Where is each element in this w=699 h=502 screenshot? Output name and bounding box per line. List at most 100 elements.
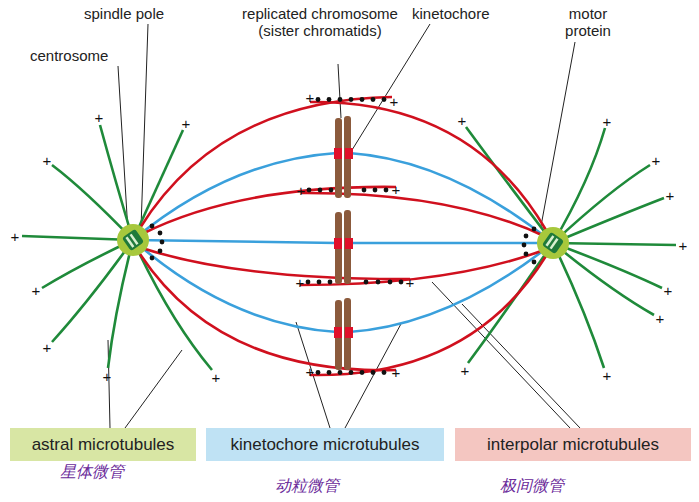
- category-label: interpolar microtubules: [487, 435, 659, 455]
- motor-protein: [532, 260, 537, 265]
- plus-end-mark: +: [656, 311, 665, 326]
- part-label: centrosome: [30, 47, 140, 64]
- motor-protein: [327, 97, 332, 102]
- motor-protein: [388, 280, 393, 285]
- astral-microtubule: [553, 165, 650, 243]
- spindle-pole: [117, 224, 149, 256]
- astral-microtubule: [108, 240, 133, 368]
- plus-end-mark: +: [664, 283, 673, 298]
- motor-protein: [317, 280, 322, 285]
- plus-end-mark: +: [392, 365, 401, 380]
- chromosome: [335, 212, 342, 284]
- plus-end-mark: +: [390, 94, 399, 109]
- plus-end-mark: +: [103, 369, 112, 384]
- handwritten-note: 动粒微管: [275, 476, 339, 497]
- astral-microtubule: [553, 198, 664, 243]
- leader-line: [352, 24, 430, 150]
- astral-microtubule: [52, 165, 133, 240]
- category-label: astral microtubules: [32, 435, 175, 455]
- motor-protein: [150, 224, 155, 229]
- motor-protein: [318, 188, 323, 193]
- plus-end-mark: +: [95, 110, 104, 125]
- plus-end-mark: +: [32, 283, 41, 298]
- part-label: motor protein: [553, 5, 623, 39]
- motor-protein: [382, 97, 387, 102]
- motor-protein: [349, 97, 354, 102]
- motor-protein: [524, 252, 529, 257]
- kinetochore-mark: [334, 327, 342, 338]
- plus-end-mark: +: [603, 368, 612, 383]
- spindle-pole: [537, 227, 569, 259]
- plus-end-mark: +: [666, 188, 675, 203]
- motor-protein: [522, 243, 527, 248]
- chromosome: [335, 118, 342, 198]
- spindle-pole: [117, 224, 569, 259]
- motor-protein: [329, 188, 334, 193]
- motor-protein: [532, 227, 537, 232]
- plus-end-mark: +: [603, 114, 612, 129]
- spindle-pole: [130, 234, 139, 245]
- interpolar-microtubule: [140, 254, 396, 370]
- astral-microtubule: [553, 243, 676, 245]
- motor-protein: [306, 280, 311, 285]
- part-label: replicated chromosome (sister chromatids…: [240, 5, 400, 39]
- plus-end-mark: +: [43, 153, 52, 168]
- plus-end-mark: +: [406, 275, 415, 290]
- label-box: interpolar microtubules: [455, 428, 691, 461]
- chromosome: [335, 300, 342, 370]
- motor-protein: [362, 188, 367, 193]
- motor-protein: [376, 280, 381, 285]
- category-label: kinetochore microtubules: [231, 435, 420, 455]
- motor-protein: [150, 256, 155, 261]
- motor-protein: [360, 97, 365, 102]
- motor-protein: [399, 280, 404, 285]
- motor-protein: [328, 280, 333, 285]
- motor-protein: [150, 97, 537, 375]
- leader-line: [462, 304, 580, 428]
- plus-end-mark: +: [458, 113, 467, 128]
- handwritten-note: 极间微管: [500, 476, 564, 497]
- kinetochore-mark: [345, 238, 353, 249]
- motor-protein: [384, 188, 389, 193]
- spindle-pole: [122, 229, 144, 251]
- plus-end-mark: +: [461, 363, 470, 378]
- motor-protein: [382, 370, 387, 375]
- kinetochore-mark: [334, 148, 353, 338]
- motor-protein: [158, 231, 163, 236]
- motor-protein: [360, 370, 365, 375]
- leader-line: [345, 322, 402, 428]
- plus-end-mark: +: [43, 340, 52, 355]
- motor-protein: [338, 97, 343, 102]
- motor-protein: [373, 188, 378, 193]
- part-label: spindle pole: [84, 5, 214, 22]
- interpolar-microtubule: [142, 248, 410, 279]
- kinetochore-microtubule: [133, 153, 553, 332]
- plus-end-mark: +: [297, 183, 306, 198]
- motor-protein: [349, 370, 354, 375]
- astral-microtubule: [553, 243, 604, 368]
- label-box: kinetochore microtubules: [206, 428, 444, 461]
- astral-microtubule: [22, 236, 133, 240]
- plus-end-mark: +: [392, 182, 401, 197]
- leader-line: [108, 24, 580, 428]
- kinetochore-mark: [334, 148, 342, 159]
- leader-line: [541, 42, 575, 226]
- motor-protein: [307, 188, 312, 193]
- kinetochore-mark: [345, 148, 353, 159]
- plus-end-mark: +: [306, 90, 315, 105]
- astral-microtubule: [466, 127, 553, 243]
- plus-end-mark: +: [11, 229, 20, 244]
- leader-line: [338, 64, 341, 118]
- motor-protein: [158, 249, 163, 254]
- handwritten-note: 星体微管: [60, 462, 124, 483]
- motor-protein: [364, 280, 369, 285]
- motor-protein: [160, 240, 165, 245]
- plus-end-mark: +: [212, 370, 221, 385]
- kinetochore-mark: [345, 327, 353, 338]
- spindle-pole: [542, 232, 564, 254]
- motor-protein: [371, 370, 376, 375]
- kinetochore-mark: [334, 238, 342, 249]
